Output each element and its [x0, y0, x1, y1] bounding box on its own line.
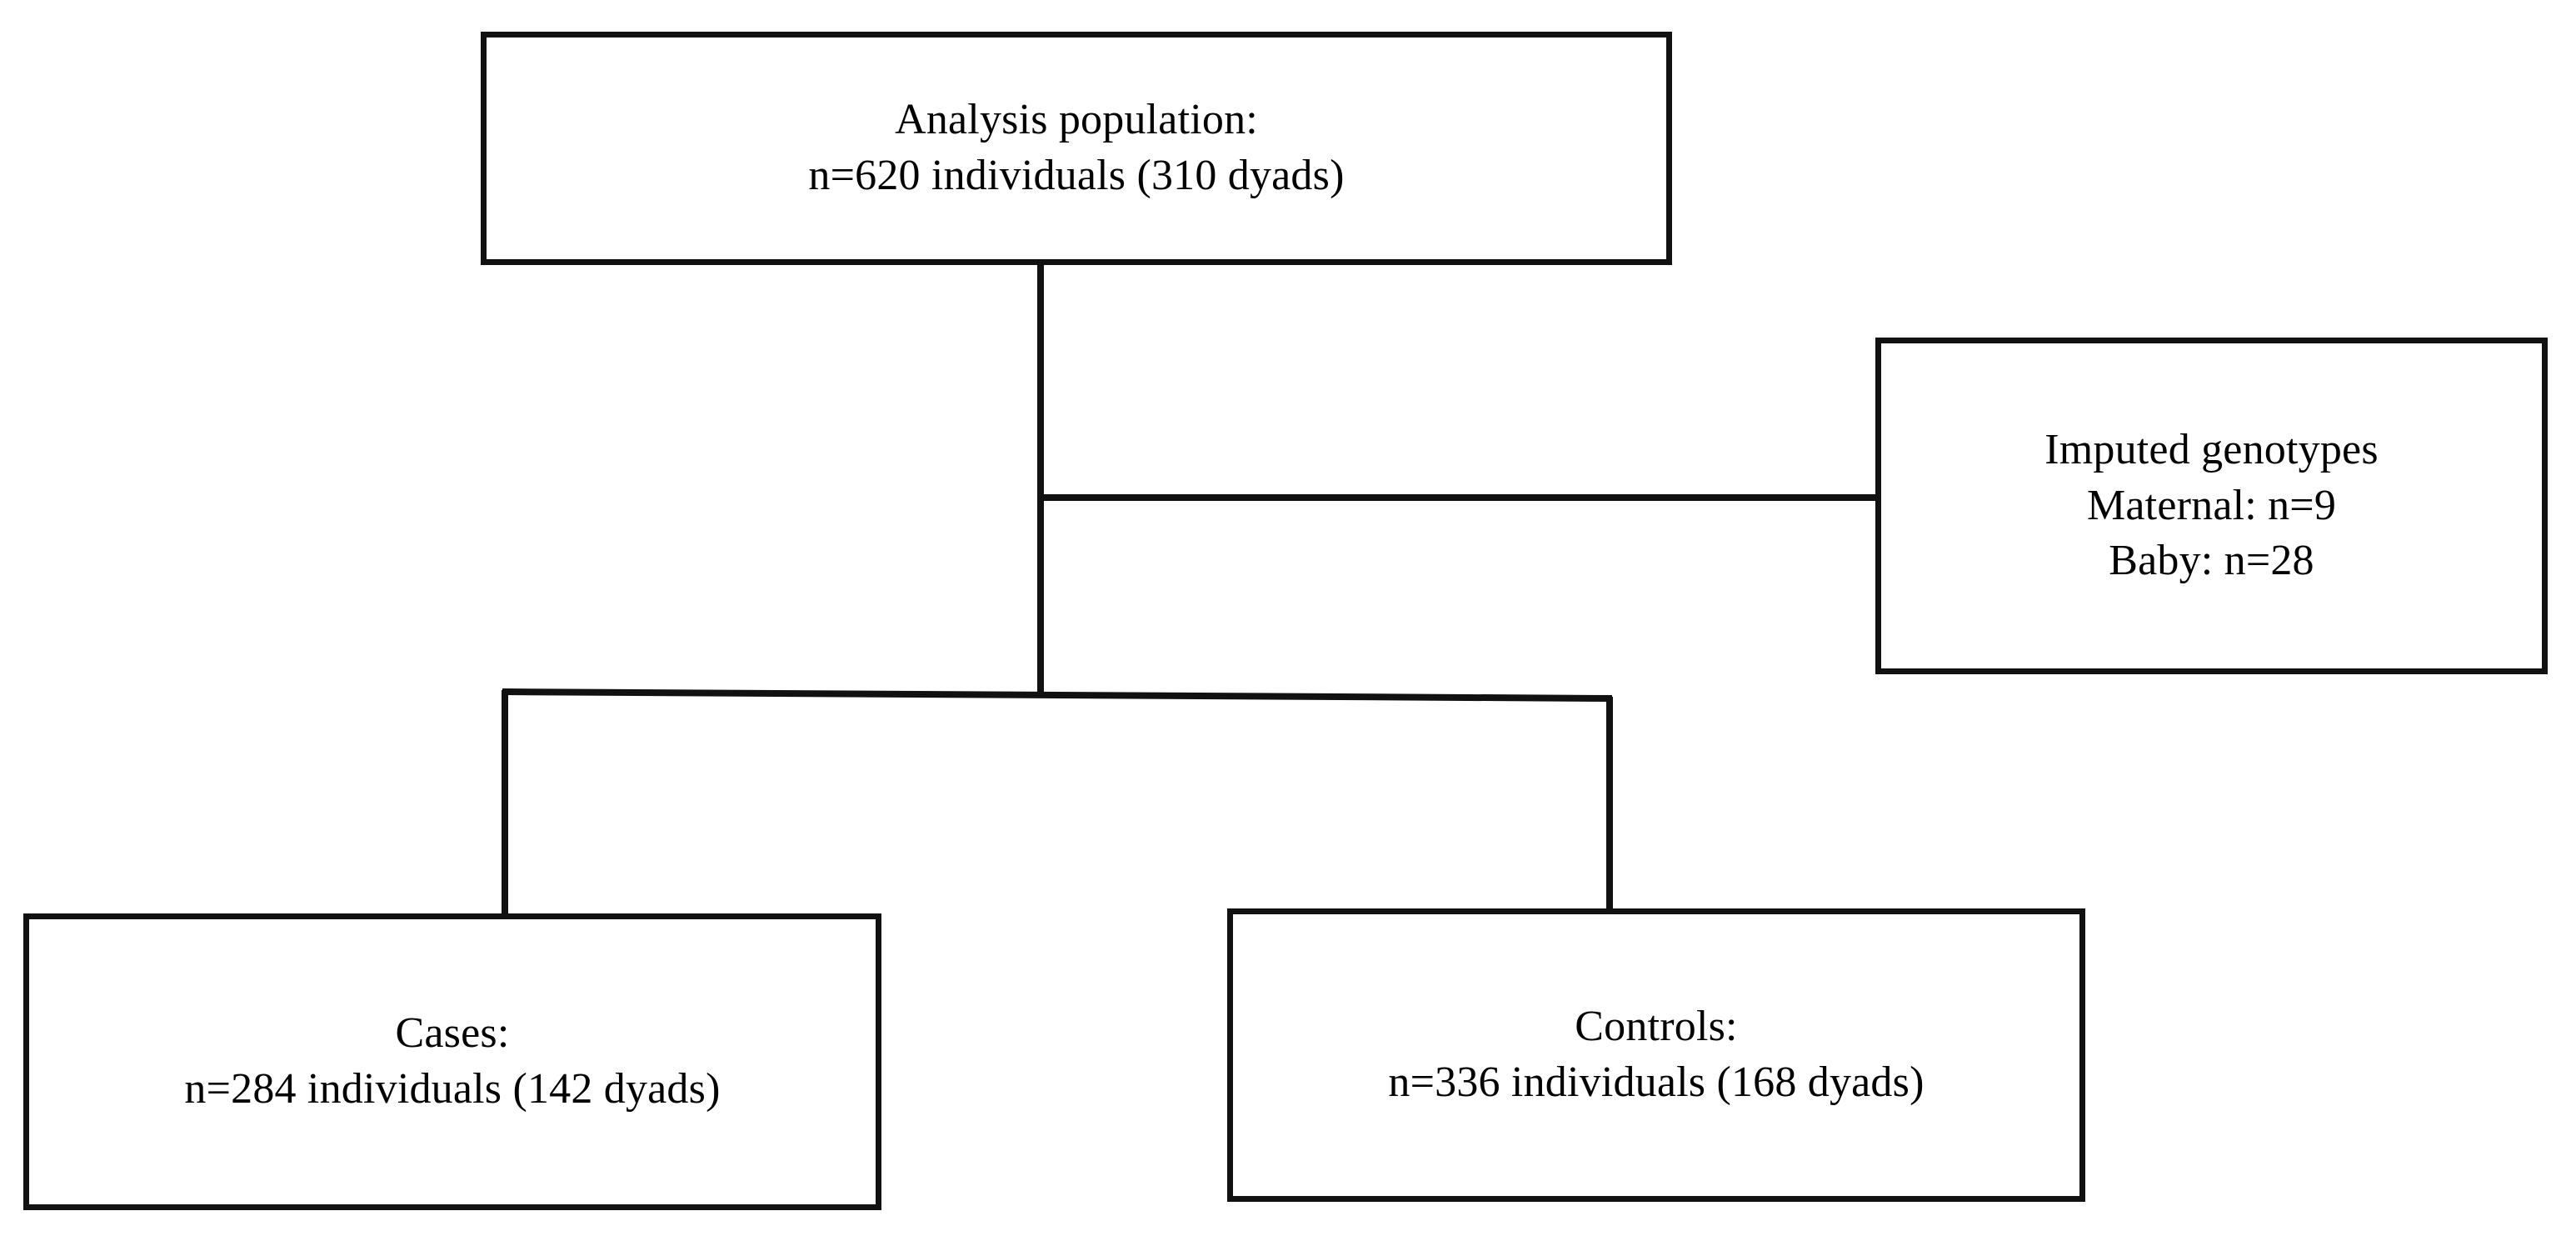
node-analysis-population: Analysis population: n=620 individuals (…	[481, 32, 1672, 265]
imputed-genotypes-line-3: Baby: n=28	[2109, 537, 2314, 585]
edge-split-bar	[502, 688, 1613, 702]
node-imputed-genotypes: Imputed genotypes Maternal: n=9 Baby: n=…	[1875, 338, 2548, 674]
node-cases: Cases: n=284 individuals (142 dyads)	[23, 913, 881, 1210]
analysis-population-line-2: n=620 individuals (310 dyads)	[808, 152, 1345, 199]
controls-line-2: n=336 individuals (168 dyads)	[1388, 1058, 1925, 1106]
imputed-genotypes-line-2: Maternal: n=9	[2086, 481, 2337, 529]
controls-line-1: Controls:	[1575, 1003, 1738, 1051]
node-controls: Controls: n=336 individuals (168 dyads)	[1227, 908, 2085, 1202]
cases-line-1: Cases:	[395, 1009, 510, 1058]
analysis-population-line-1: Analysis population:	[895, 96, 1258, 144]
imputed-genotypes-line-1: Imputed genotypes	[2044, 426, 2379, 474]
cases-line-2: n=284 individuals (142 dyads)	[184, 1065, 721, 1113]
